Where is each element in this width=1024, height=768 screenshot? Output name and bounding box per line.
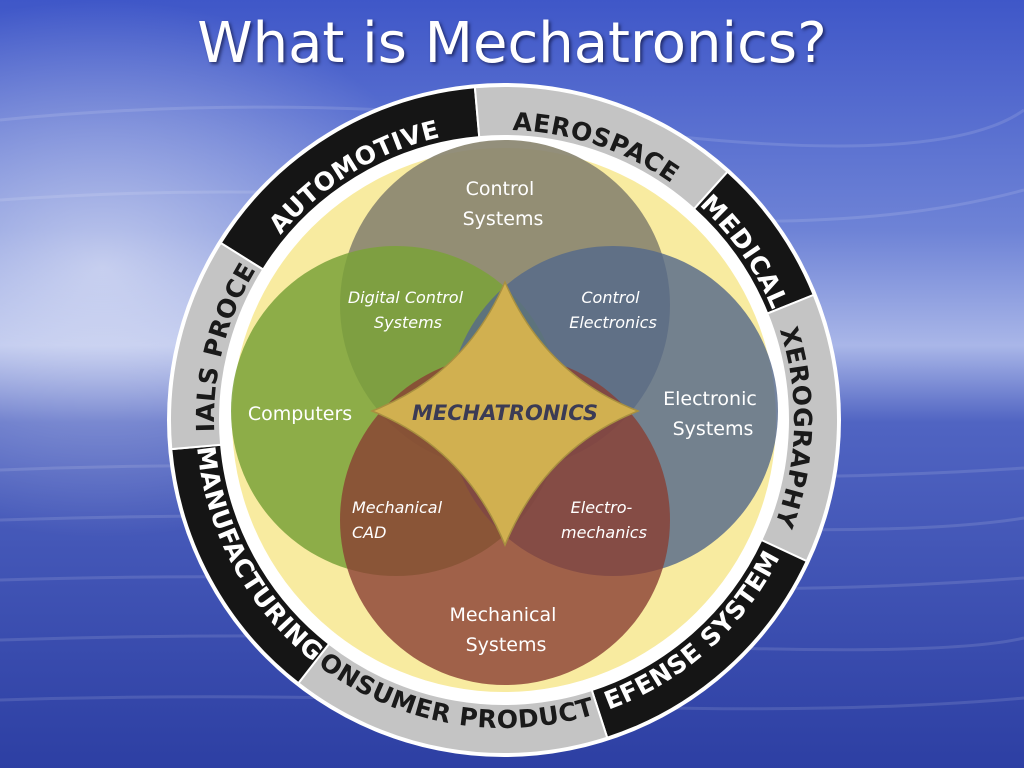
electronic-systems-label: Electronic Systems: [663, 388, 763, 440]
ring-label-materials: MATERIALS PROCESSING: [0, 0, 261, 433]
control-electronics-label: Control Electronics: [569, 288, 657, 332]
mechatronics-center-shape: [369, 280, 641, 547]
digital-control-systems-label: Digital Control Systems: [348, 288, 468, 332]
mechanical-cad-label: Mechanical CAD: [352, 498, 447, 542]
ring-segment-materials: [169, 241, 265, 451]
computers-label: Computers: [248, 403, 352, 425]
electromechanics-label: Electro- mechanics: [561, 498, 647, 542]
slide-title: What is Mechatronics?: [197, 11, 827, 76]
mechatronics-label: MECHATRONICS: [412, 401, 598, 425]
mechanical-systems-label: Mechanical Systems: [450, 604, 563, 656]
control-systems-label: Control Systems: [463, 178, 544, 230]
